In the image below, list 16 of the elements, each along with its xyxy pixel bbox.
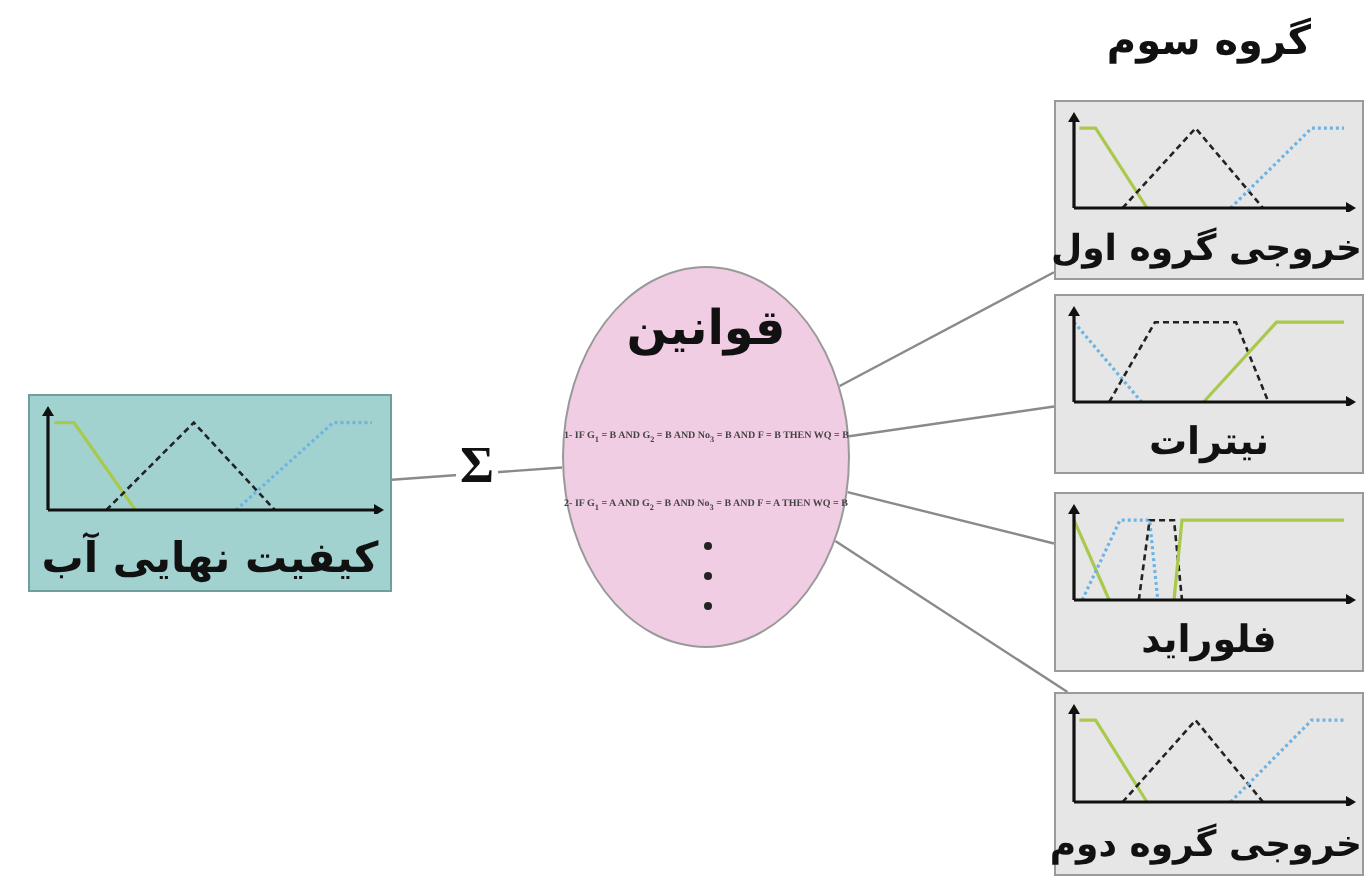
box-label: کیفیت نهایی آب: [39, 533, 381, 584]
input-box: [1054, 692, 1364, 876]
connector-line: [847, 491, 1055, 545]
box-label: خروجی گروه دوم: [1056, 824, 1362, 868]
output-box: [28, 394, 392, 592]
input-box: [1054, 492, 1364, 672]
connector-line: [834, 540, 1069, 693]
group-title: گروه سوم: [1104, 16, 1314, 64]
box-label: خروجی گروه اول: [1056, 228, 1362, 272]
input-box: [1054, 294, 1364, 474]
box-label: فلوراید: [1139, 618, 1279, 664]
heading: قوانین: [624, 300, 788, 356]
connector-line: [848, 405, 1055, 438]
connector-line: [839, 271, 1055, 388]
input-box: [1054, 100, 1364, 280]
box-label: نیترات: [1146, 420, 1272, 466]
